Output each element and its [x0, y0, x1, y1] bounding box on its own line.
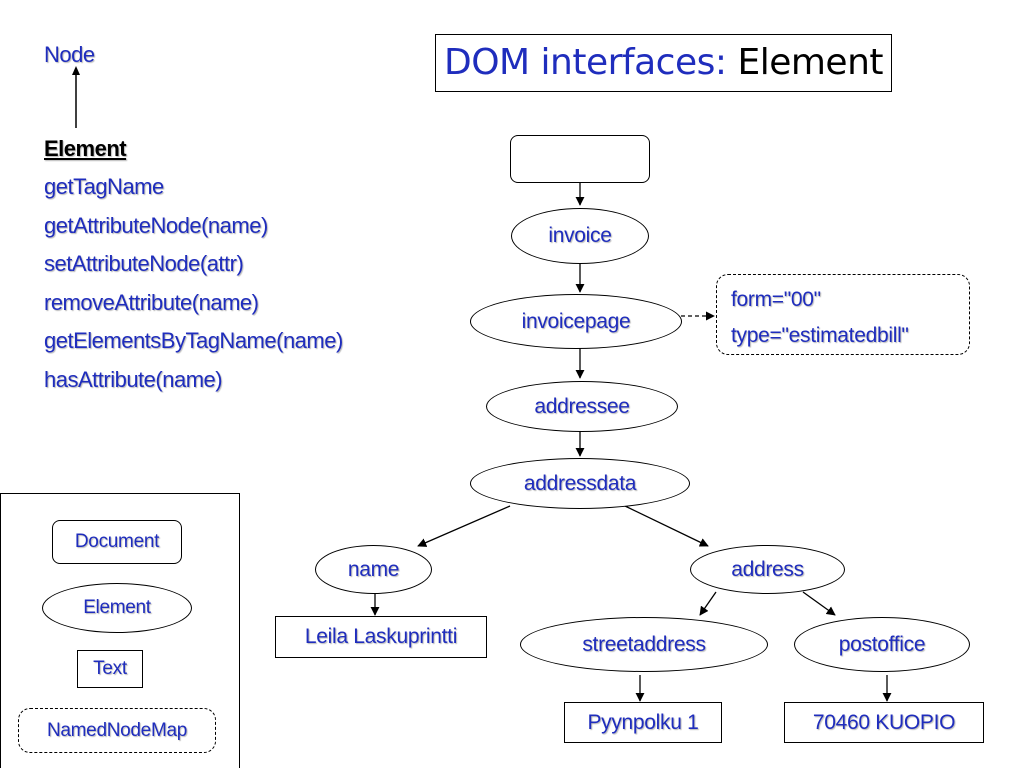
method-item: hasAttribute(name): [44, 366, 223, 392]
document-node: [510, 135, 650, 183]
method-list: getTagName getAttributeNode(name) setAtt…: [44, 172, 343, 403]
edge-addressdata-name: [417, 505, 511, 547]
method-item: getAttributeNode(name): [44, 212, 268, 238]
method-item: setAttributeNode(attr): [44, 251, 244, 276]
streetaddress-text-node: Pyynpolku 1: [564, 702, 722, 743]
postoffice-text-node: 70460 KUOPIO: [784, 702, 984, 743]
name-node: name: [315, 545, 432, 594]
legend-box: Document Element Text NamedNodeMap: [0, 493, 240, 768]
method-item: getTagName: [44, 174, 164, 199]
inheritance-arrow: [72, 66, 80, 128]
edge-address-postoffice: [802, 591, 836, 616]
invoice-node: invoice: [511, 208, 649, 264]
parent-interface-label: Node: [44, 42, 95, 67]
legend-namednodemap: NamedNodeMap: [18, 708, 216, 753]
method-item: getElementsByTagName(name): [44, 328, 343, 353]
invoicepage-node: invoicepage: [470, 294, 682, 349]
legend-document: Document: [52, 520, 182, 564]
title-emphasis: Element: [737, 42, 883, 83]
streetaddress-node: streetaddress: [520, 617, 768, 672]
legend-element: Element: [42, 583, 192, 633]
invoicepage-attributes: form="00" type="estimatedbill": [716, 274, 970, 355]
addressdata-node: addressdata: [470, 458, 690, 509]
postoffice-node: postoffice: [794, 617, 970, 672]
attribute-form: form="00": [731, 288, 821, 311]
slide-title: DOM interfaces: Element: [435, 34, 892, 92]
edge-address-streetaddress: [699, 591, 717, 616]
interface-heading: Element: [44, 136, 127, 161]
attribute-type: type="estimatedbill": [731, 324, 909, 347]
method-item: removeAttribute(name): [44, 289, 259, 315]
name-text-node: Leila Laskuprintti: [275, 616, 487, 658]
title-prefix: DOM interfaces:: [443, 42, 727, 83]
addressee-node: addressee: [486, 381, 678, 432]
legend-text: Text: [77, 650, 143, 688]
address-node: address: [690, 545, 845, 594]
edge-addressdata-address: [624, 505, 709, 547]
